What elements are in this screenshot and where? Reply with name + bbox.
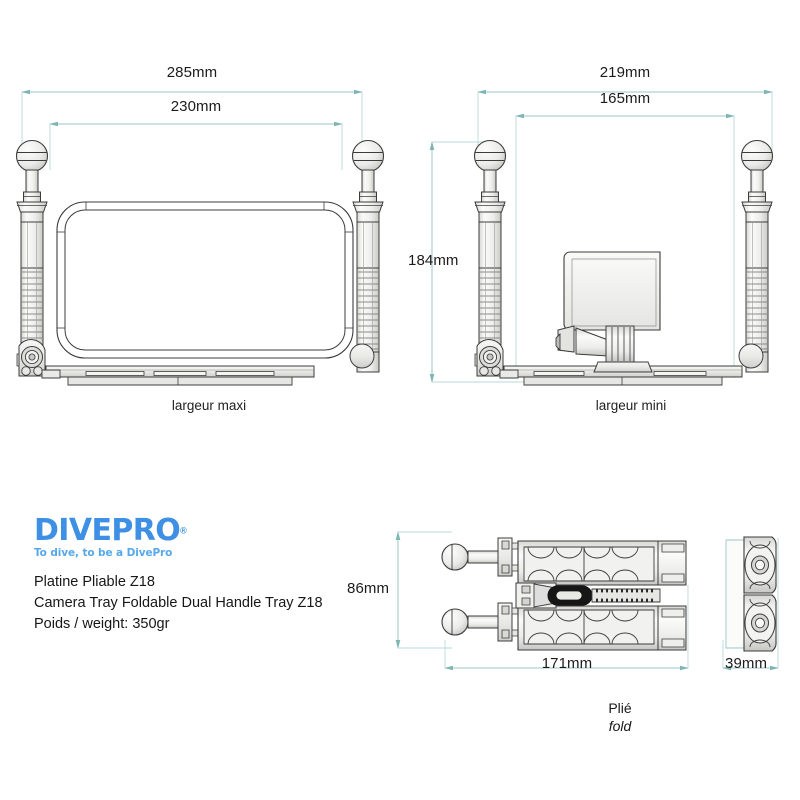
view-front-max [15,89,385,386]
elbow-right-max [349,343,380,373]
folded-handle-lower [441,602,687,651]
handle-left-min [473,139,507,353]
folding-latch [515,582,661,609]
caption-folded: Plié fold [560,700,680,734]
spec-line-model-en: Camera Tray Foldable Dual Handle Tray Z1… [34,595,323,611]
registered-trademark-icon: ® [180,525,187,536]
view-folded [395,531,779,671]
product-spec: Platine Pliable Z18 Camera Tray Foldable… [34,572,323,635]
dimension-label-165mm: 165mm [599,90,651,107]
camera-lens-nub [555,325,575,353]
dimension-171mm [444,585,689,671]
caption-largeur-mini: largeur mini [595,398,667,413]
handle-right-min [740,139,774,353]
brand-tagline: To dive, to be a DivePro [34,547,173,559]
caption-folded-fr: Plié [608,700,632,716]
camera-body [563,251,661,331]
handle-right-max [351,139,385,353]
caption-largeur-maxi: largeur maxi [171,398,247,413]
dimension-label-171mm: 171mm [541,655,593,672]
dimension-39mm [722,538,779,671]
dimension-label-219mm: 219mm [599,64,651,81]
spec-line-model-fr: Platine Pliable Z18 [34,574,155,590]
dimension-label-86mm: 86mm [347,580,390,597]
dimension-219mm [477,89,773,150]
tray-base-max [45,365,315,386]
hinge-left-min [474,339,504,377]
dimension-230mm [49,121,343,170]
dimension-label-184mm: 184mm [408,252,459,269]
hinge-left-max [16,339,46,377]
elbow-right-min [738,343,769,373]
camera-cage-frame [56,201,354,359]
spec-line-weight: Poids / weight: 350gr [34,616,170,632]
caption-folded-en: fold [608,718,632,734]
view-front-min [429,89,774,386]
handle-left-max [15,139,49,353]
dimension-165mm [515,113,735,378]
dimension-86mm [395,531,452,649]
tray-arm-left-max [41,369,61,379]
brand-logo: DIVEPRO® To dive, to be a DivePro [34,513,374,560]
dimension-label-39mm: 39mm [725,655,768,672]
folded-handle-upper [441,537,687,586]
dimension-label-285mm: 285mm [166,64,218,81]
camera-mount-foot [593,361,653,373]
view-folded-side [725,536,777,652]
tray-arm-left-min [499,369,519,379]
brand-name: DIVEPRO [34,513,181,548]
dimension-label-230mm: 230mm [170,98,222,115]
camera-mount-neck [575,325,635,363]
dimension-285mm [21,89,363,150]
